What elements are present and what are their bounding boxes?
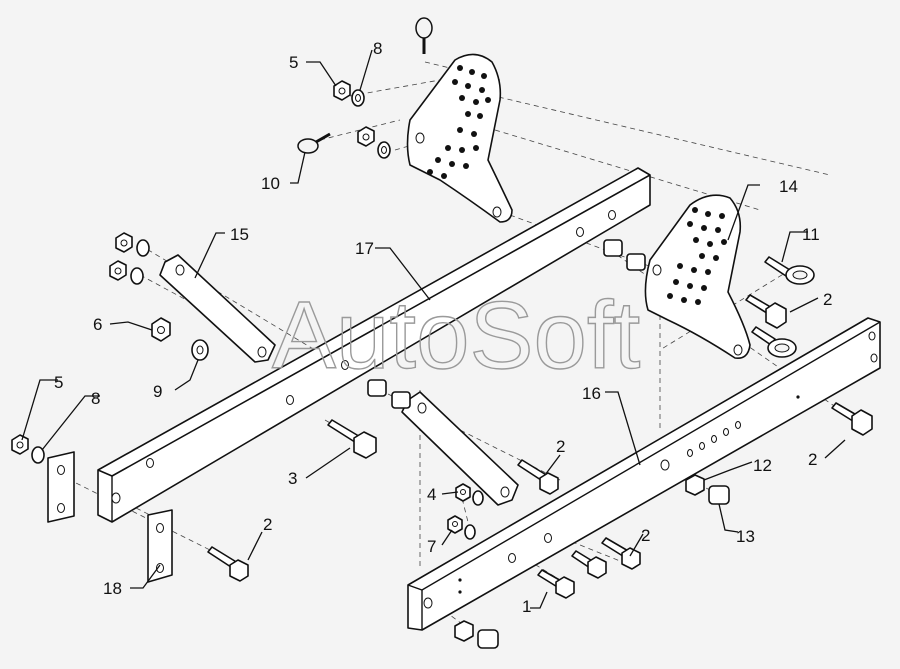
mounting-plate-14 [644,194,751,360]
eye-bolt-right [751,326,797,358]
nut-mid [357,126,375,147]
bushing-bottom [477,629,499,649]
bolt-3 [327,419,377,459]
callout-16: 16 [582,384,601,403]
strap-plate-15 [159,254,276,363]
nut-6 [151,317,171,342]
callout-15: 15 [230,225,249,244]
callout-labels: 1 2 2 2 2 2 3 4 5 5 6 7 8 8 9 10 11 12 1… [54,39,832,616]
bushing-a [603,239,623,257]
lock-pin-10 [297,132,331,154]
callout-7: 7 [427,537,436,556]
bolts [207,256,873,599]
callout-14: 14 [779,177,798,196]
callout-2-upper-right: 2 [823,290,832,309]
washer-left-b [130,267,144,285]
eye-bolt-11 [764,256,815,285]
callout-2-lower-right: 2 [641,526,650,545]
callout-8-left: 8 [91,389,100,408]
bolt-2-right [831,402,873,436]
callout-2-center: 2 [556,437,565,456]
bushing-13 [708,485,730,505]
callout-12: 12 [753,456,772,475]
bolt-2-lower-left [207,546,249,582]
lock-pins [297,17,433,154]
washer-mid [377,141,391,159]
watermark: AutoSoft [272,282,640,389]
spacer-bushings [367,239,730,649]
lock-pin-top [415,17,433,54]
washer-upper-8 [351,89,365,107]
nut-upper-5 [333,80,351,101]
nut-5-left [11,434,29,455]
nut-bottom [454,620,474,642]
mounting-plate-upper [406,53,513,223]
callout-2-lower-left: 2 [263,515,272,534]
callout-2-right: 2 [808,450,817,469]
callout-8-upper: 8 [373,39,382,58]
beam-16 [407,317,881,631]
callout-10: 10 [261,174,280,193]
callout-17: 17 [355,239,374,258]
bolt-2-upper-right [745,294,787,329]
bolt-1 [537,569,575,599]
nut-left-b [109,260,127,281]
nut-4 [455,483,471,502]
callout-4: 4 [427,485,436,504]
bolt-2-lower-right [601,537,641,570]
callout-6: 6 [93,315,102,334]
washer-8-left [31,446,45,464]
callout-9: 9 [153,382,162,401]
washer-4 [472,490,484,506]
nuts-and-washers [11,80,484,540]
washer-7 [464,524,476,540]
callout-11: 11 [802,225,820,244]
nut-left-a [115,232,133,253]
clamp-plates-18 [47,451,173,583]
beam-17 [97,167,651,523]
bushing-c [367,379,387,397]
callout-1: 1 [522,597,531,616]
bolt-2-center [517,459,559,495]
callout-18: 18 [103,579,122,598]
washer-9 [191,339,209,361]
bushing-d [391,391,411,409]
callout-5-upper: 5 [289,53,298,72]
strap-plate-lower [401,391,519,506]
callout-5-left: 5 [54,373,63,392]
washer-left-a [136,239,150,257]
bushing-b [626,253,646,271]
callout-3: 3 [288,469,297,488]
leader-lines [21,49,846,609]
callout-13: 13 [736,527,755,546]
bolt-short [571,550,607,579]
nut-12 [685,474,705,496]
nut-7 [447,515,463,534]
